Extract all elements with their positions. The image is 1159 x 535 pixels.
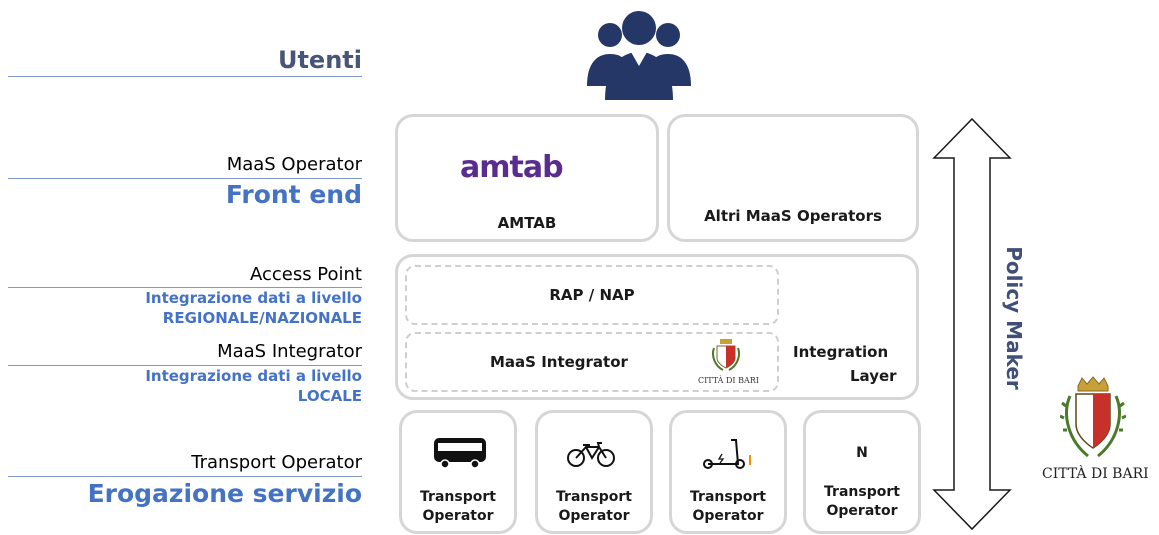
transport-operator-n-letter: N: [856, 445, 868, 461]
divider-maas-operator: [8, 178, 362, 179]
transport-operator-n-line1: Transport: [824, 484, 900, 500]
transport-operator-box-1: [399, 410, 517, 534]
label-integrazione-regionale-2: REGIONALE/NAZIONALE: [162, 309, 362, 327]
divider-maas-integrator: [8, 365, 362, 366]
altri-maas-box: [667, 114, 919, 242]
label-transport-operator: Transport Operator: [191, 452, 362, 473]
label-access-point: Access Point: [249, 264, 362, 285]
amtab-label: AMTAB: [497, 214, 557, 232]
users-group-icon: [587, 11, 691, 100]
rap-nap-box: [405, 265, 779, 325]
transport-operator-1-line1: Transport: [420, 489, 496, 505]
scooter-icon: [703, 439, 751, 469]
transport-operator-n-line2: Operator: [826, 503, 898, 519]
integration-layer-label-2: Layer: [850, 367, 897, 385]
integration-layer-label-1: Integration: [793, 343, 889, 361]
transport-operator-2-line2: Operator: [558, 508, 630, 524]
policy-maker-double-arrow: [932, 117, 1012, 531]
divider-access-point: [8, 287, 362, 288]
transport-operator-3-line1: Transport: [690, 489, 766, 505]
citta-di-bari-label: CITTÀ DI BARI: [1042, 466, 1149, 482]
amtab-logo: amtab: [460, 150, 564, 185]
altri-maas-label: Altri MaaS Operators: [704, 207, 882, 225]
amtab-logo-text: amtab: [460, 150, 564, 185]
divider-utenti: [8, 76, 362, 77]
transport-operator-box-3: [669, 410, 787, 534]
rap-nap-label: RAP / NAP: [549, 286, 635, 304]
bari-coat-of-arms-small-icon: [712, 339, 740, 371]
bicycle-icon: [567, 442, 615, 467]
transport-operator-box-n: [803, 410, 921, 534]
bus-icon: [434, 438, 486, 469]
maas-integrator-label: MaaS Integrator: [490, 353, 628, 371]
integration-layer-box: [395, 254, 919, 400]
maas-integrator-box: [405, 332, 779, 392]
amtab-box: [395, 114, 659, 242]
label-maas-operator: MaaS Operator: [226, 154, 362, 175]
label-maas-integrator: MaaS Integrator: [217, 341, 362, 362]
label-erogazione-servizio: Erogazione servizio: [87, 479, 362, 508]
label-front-end: Front end: [225, 180, 362, 209]
label-integrazione-locale-2: LOCALE: [297, 387, 362, 405]
citta-di-bari-small-label: CITTÀ DI BARI: [698, 376, 759, 385]
transport-operator-box-2: [535, 410, 653, 534]
label-integrazione-locale-1: Integrazione dati a livello: [145, 367, 362, 385]
label-integrazione-regionale-1: Integrazione dati a livello: [145, 289, 362, 307]
label-utenti: Utenti: [277, 46, 362, 74]
divider-transport-operator: [8, 476, 362, 477]
transport-operator-1-line2: Operator: [422, 508, 494, 524]
bari-coat-of-arms-icon: [1060, 376, 1126, 458]
transport-operator-3-line2: Operator: [692, 508, 764, 524]
policy-maker-text: Policy Maker: [1002, 246, 1026, 390]
transport-operator-2-line1: Transport: [556, 489, 632, 505]
